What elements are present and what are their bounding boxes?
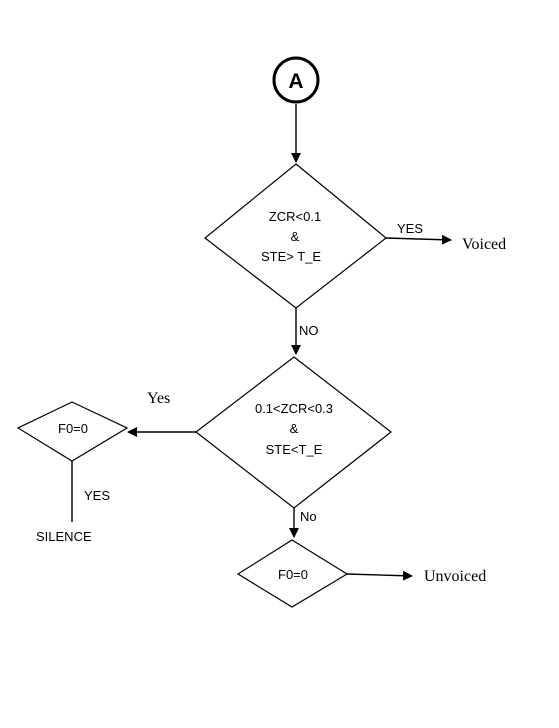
- connector-label: A: [288, 70, 303, 93]
- decision2-no-label: No: [300, 509, 317, 524]
- bottom-box-label: F0=0: [278, 567, 308, 582]
- bottom-f0-box: F0=0: [236, 539, 349, 608]
- left-box-label: F0=0: [58, 421, 88, 436]
- decision-zcr-ste-voiced: ZCR<0.1 & STE> T_E: [204, 163, 387, 309]
- decision1-line1: ZCR<0.1: [269, 209, 321, 224]
- connector-circle: [272, 56, 320, 104]
- voiced-label: Voiced: [462, 236, 506, 253]
- decision2-line3: STE<T_E: [266, 442, 323, 457]
- decision-zcr-range: 0.1<ZCR<0.3 & STE<T_E: [195, 356, 392, 509]
- decision1-yes-label: YES: [397, 221, 423, 236]
- arrow-to-unvoiced: [346, 570, 413, 581]
- decision2-yes-label: Yes: [147, 390, 170, 407]
- left-f0-box: F0=0: [16, 401, 129, 462]
- decision2-line2: &: [290, 421, 299, 436]
- bottom-box-diamond: [236, 539, 349, 608]
- arrow-to-voiced: [385, 234, 452, 245]
- decision1-no-label: NO: [299, 323, 319, 338]
- silence-label: SILENCE: [36, 529, 92, 544]
- unvoiced-label: Unvoiced: [424, 568, 486, 585]
- decision1-line2: &: [291, 229, 300, 244]
- connector-a: A: [272, 56, 320, 104]
- decision1-line3: STE> T_E: [261, 249, 321, 264]
- left-box-yes-label: YES: [84, 488, 110, 503]
- decision2-line1: 0.1<ZCR<0.3: [255, 401, 333, 416]
